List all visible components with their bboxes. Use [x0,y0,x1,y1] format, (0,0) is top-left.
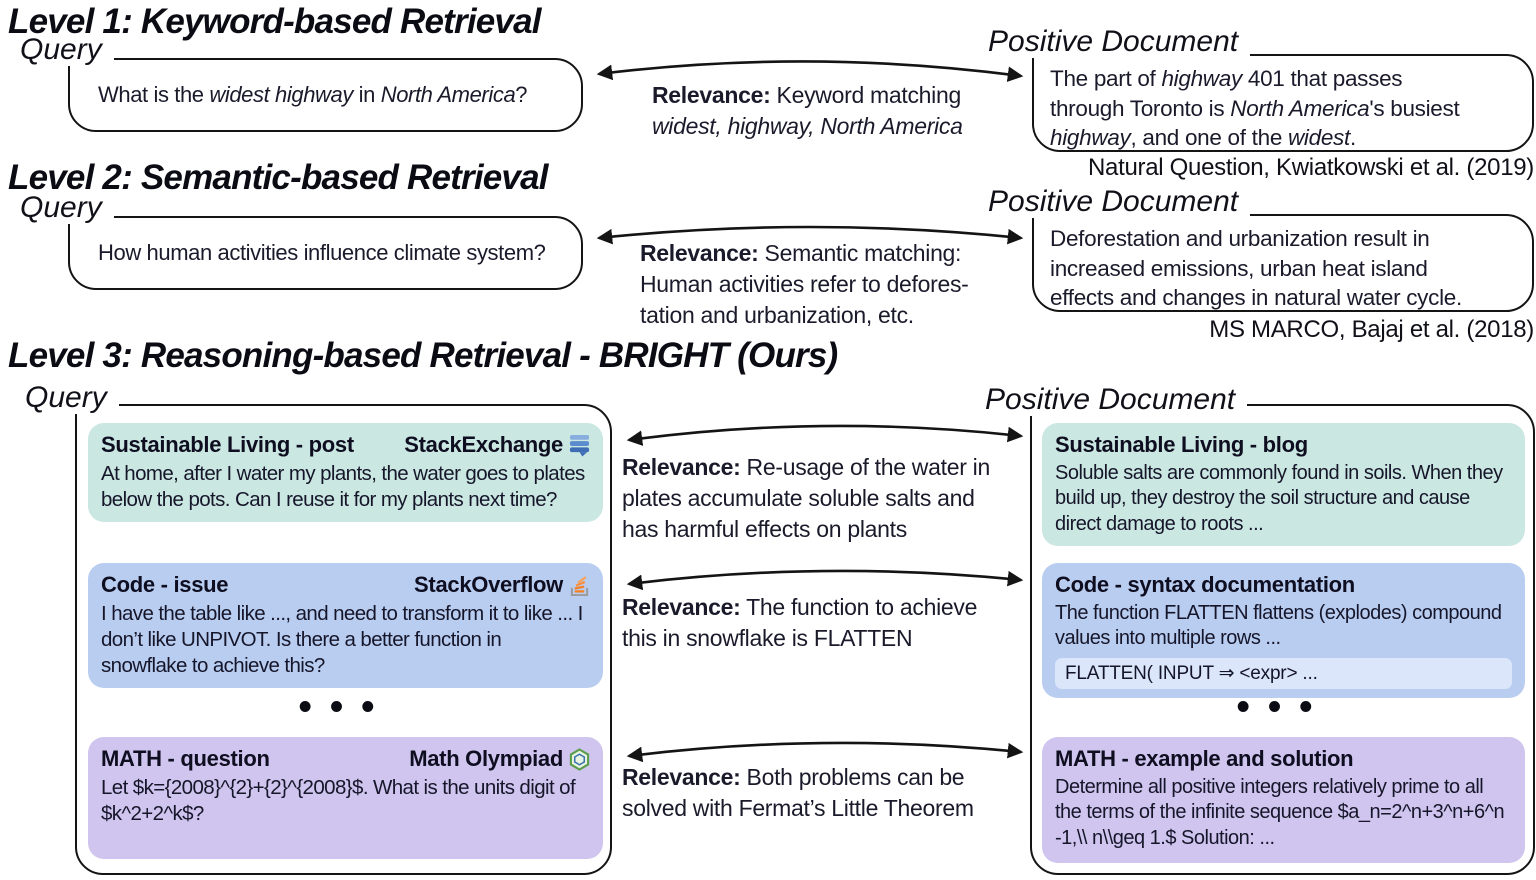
stackoverflow-icon [570,576,589,596]
query-card-body: I have the table like ..., and need to t… [101,602,583,678]
level3-doc-label: Positive Document [985,384,1248,416]
level3-relevance-arrow-2 [626,569,1024,591]
level2-relevance-text: Relevance: Semantic matching:Human activ… [640,240,969,328]
query-card-title: MATH - question [101,746,270,771]
doc-card-body: The function FLATTEN flattens (explodes)… [1055,602,1502,650]
level1-query-label: Query [20,34,114,66]
doc-card-math-solution: MATH - example and solution Determine al… [1042,737,1525,863]
query-card-source: StackExchange [404,432,563,457]
query-card-title: Sustainable Living - post [101,432,354,457]
query-card-math-question: MATH - question Math Olympiad Let $k={20… [88,737,603,859]
doc-card-title: MATH - example and solution [1055,746,1354,771]
query-card-title: Code - issue [101,572,229,597]
doc-card-code-syntax: Code - syntax documentation The function… [1042,563,1525,698]
query-card-body: At home, after I water my plants, the wa… [101,462,585,512]
math-olympiad-icon [569,747,590,771]
doc-card-body: Soluble salts are commonly found in soil… [1055,462,1503,535]
level2-citation: MS MARCO, Bajaj et al. (2018) [1209,316,1534,343]
doc-card-title: Sustainable Living - blog [1055,432,1308,457]
level3-relevance-arrow-3 [626,741,1024,763]
query-ellipsis-dots: ••• [298,686,393,728]
doc-card-title: Code - syntax documentation [1055,572,1355,597]
doc-ellipsis-dots: ••• [1236,686,1331,728]
level3-relevance-arrow-1 [626,424,1024,446]
query-card-sustainable-living: Sustainable Living - post StackExchange … [88,423,603,523]
level3-query-label: Query [25,382,119,414]
query-card-source: StackOverflow [414,572,563,597]
doc-card-sustainable-living: Sustainable Living - blog Soluble salts … [1042,423,1525,547]
level1-citation: Natural Question, Kwiatkowski et al. (20… [1088,154,1534,181]
level2-doc-label: Positive Document [988,186,1251,218]
level1-query-box: What is the widest highway in North Amer… [68,58,583,132]
level2-title: Level 2: Semantic-based Retrieval [8,158,548,197]
query-card-body: Let $k={2008}^{2}+{2}^{2008}$. What is t… [101,776,576,826]
level1-query-text: What is the widest highway in North Amer… [98,82,528,107]
level2-query-text: How human activities influence climate s… [98,240,546,265]
level2-query-label: Query [20,192,114,224]
stackexchange-icon [569,434,590,457]
level1-doc-label: Positive Document [988,26,1251,58]
doc-card-body: Determine all positive integers relative… [1055,776,1505,849]
doc-card-code-snippet: FLATTEN( INPUT ⇒ <expr> ... [1055,657,1512,689]
level2-query-box: How human activities influence climate s… [68,216,583,290]
level2-relevance-arrow [596,225,1024,245]
level3-title: Level 3: Reasoning-based Retrieval - BRI… [8,336,838,375]
query-card-source: Math Olympiad [409,746,563,771]
query-card-code-issue: Code - issue StackOverflow I have the ta… [88,563,603,689]
level2-doc-box: Deforestation and urbanization result in… [1032,214,1534,312]
level2-doc-text: Deforestation and urbanization result in… [1050,226,1462,311]
level1-relevance-arrow [596,60,1024,82]
